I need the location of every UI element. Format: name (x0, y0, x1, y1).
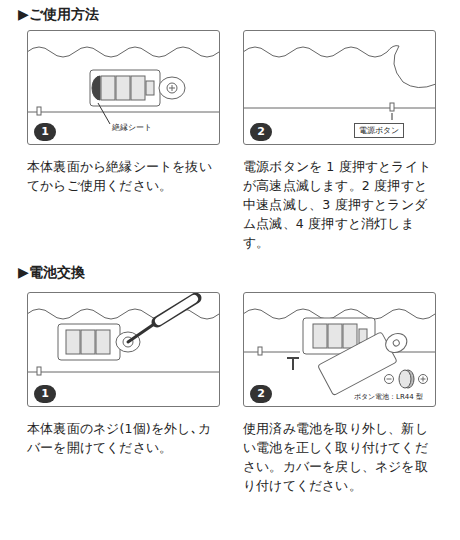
device-back-view (27, 298, 220, 375)
section-heading: ▶電池交換 (18, 264, 85, 282)
illustration-stroke (392, 339, 400, 347)
illustration-stroke (37, 107, 41, 115)
illustration-stroke (81, 330, 95, 354)
step-description: 本体裏面から絶縁シートを抜いてからご使用ください。 (27, 157, 224, 195)
illustration-stroke (96, 330, 110, 354)
callout-number-text: 2 (250, 123, 272, 141)
illustration-stroke (387, 46, 436, 88)
illustration-stroke (159, 77, 185, 99)
illustration-stroke (243, 108, 436, 109)
illustration-stroke (399, 370, 411, 388)
callout-number-text: 1 (34, 123, 56, 141)
part-label: 絶縁シート (112, 122, 152, 133)
step-description: 本体裏面のネジ(1個)を外し､カバーを開けてください。 (27, 419, 224, 457)
illustration-stroke (167, 83, 177, 93)
callout-number: 2 (250, 385, 272, 403)
illustration-stroke (318, 323, 414, 396)
illustration-stroke (146, 81, 154, 95)
illustration-stroke (27, 372, 220, 373)
illustration-stroke (313, 324, 327, 348)
callout-number-text: 2 (250, 385, 272, 403)
illustration-stroke (101, 76, 115, 100)
illustration-stroke (243, 47, 387, 57)
illustration-stroke (131, 76, 145, 100)
illustration-stroke (27, 112, 220, 113)
illustration-stroke (421, 377, 426, 382)
illustration-stroke (157, 298, 196, 322)
illustration-stroke (92, 76, 100, 100)
illustration-stroke (116, 76, 130, 100)
illustration-stroke (27, 47, 219, 57)
label-text: 電源ボタン (359, 125, 399, 136)
label-box: 電源ボタン (354, 123, 404, 138)
illustration-stroke (328, 324, 342, 348)
illustration-stroke (27, 309, 219, 319)
illustration-stroke (159, 299, 194, 321)
callout-number: 2 (250, 123, 272, 141)
step-panel: 使用済み電池を取り外し、新しい電池を正しく取り付けてください。カバーを戻し、ネジ… (243, 292, 436, 407)
illustration-stroke (37, 367, 41, 375)
illustration-stroke (392, 113, 393, 120)
illustration-stroke (90, 70, 160, 106)
device-back-view (27, 47, 220, 124)
illustration-stroke (287, 358, 299, 370)
illustration-stroke (66, 330, 80, 354)
illustration-stroke (387, 379, 392, 380)
step-panel: 本体裏面のネジ(1個)を外し､カバーを開けてください。1 (27, 292, 220, 407)
callout-number-text: 1 (34, 385, 56, 403)
step-description: 使用済み電池を取り外し、新しい電池を正しく取り付けてください。カバーを戻し、ネジ… (243, 419, 440, 495)
illustration-stroke (385, 375, 394, 384)
illustration-stroke (382, 330, 410, 356)
illustration-stroke (318, 332, 398, 396)
illustration-stroke (390, 103, 394, 111)
device-back-view (243, 46, 436, 120)
section-heading: ▶ご使用方法 (18, 6, 99, 24)
callout-number: 1 (34, 385, 56, 403)
step-panel: 電源ボタンを 1 度押すとライトが高速点滅します。2 度押すと中速点滅し、3 度… (243, 30, 436, 145)
callout-number: 1 (34, 123, 56, 141)
device-back-view (243, 309, 436, 396)
illustration-stroke (419, 375, 428, 384)
illustration-stroke (343, 324, 357, 348)
illustration-stroke (258, 347, 262, 355)
illustration-stroke (58, 324, 120, 360)
illustration-stroke (98, 103, 110, 124)
part-label: ボタン電池：LR44 型 (354, 392, 423, 402)
step-description: 電源ボタンを 1 度押すとライトが高速点滅します。2 度押すと中速点滅し、3 度… (243, 157, 440, 252)
illustration-stroke (169, 85, 175, 91)
